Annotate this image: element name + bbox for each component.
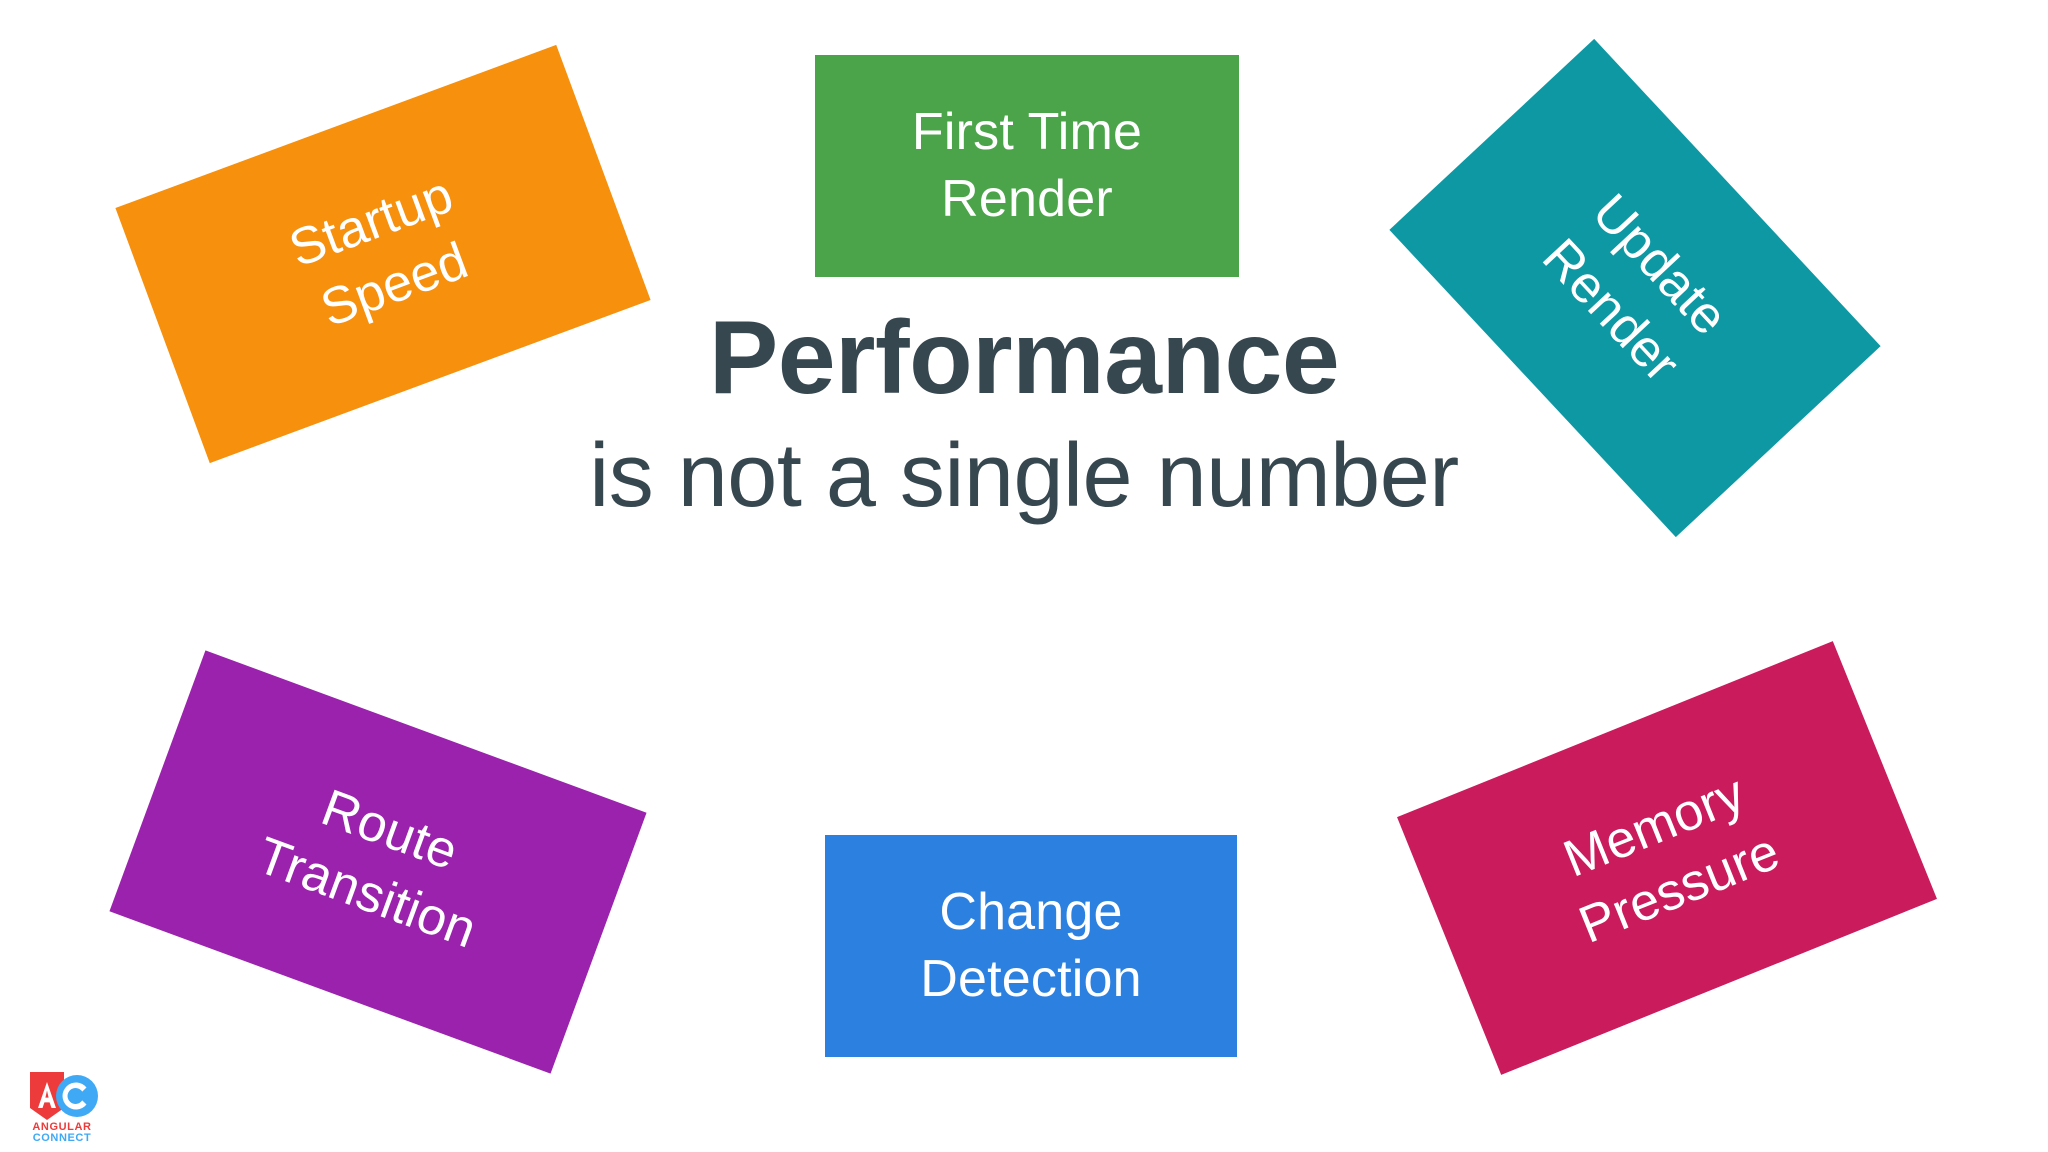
card-first-time-render-line1: First Time xyxy=(911,103,1143,162)
card-route-transition: Route Transition xyxy=(109,650,647,1074)
card-change-detection-line1: Change xyxy=(939,883,1123,942)
logo-wordmark-connect: CONNECT xyxy=(33,1132,92,1144)
card-memory-pressure: Memory Pressure xyxy=(1397,641,1937,1075)
card-change-detection: Change Detection xyxy=(825,835,1237,1057)
card-change-detection-line2: Detection xyxy=(920,950,1142,1008)
angularconnect-logo: ANGULAR CONNECT xyxy=(18,1064,106,1144)
headline-secondary: is not a single number xyxy=(589,426,1459,527)
logo-circle-c-icon xyxy=(56,1075,98,1117)
card-first-time-render-line2: Render xyxy=(941,170,1113,228)
logo-wordmark-angular: ANGULAR xyxy=(32,1121,91,1133)
page-title: Performance is not a single number xyxy=(0,300,2048,530)
card-first-time-render: First Time Render xyxy=(815,55,1239,277)
headline-primary: Performance xyxy=(708,300,1340,416)
logo-shield-a-icon xyxy=(30,1072,64,1120)
